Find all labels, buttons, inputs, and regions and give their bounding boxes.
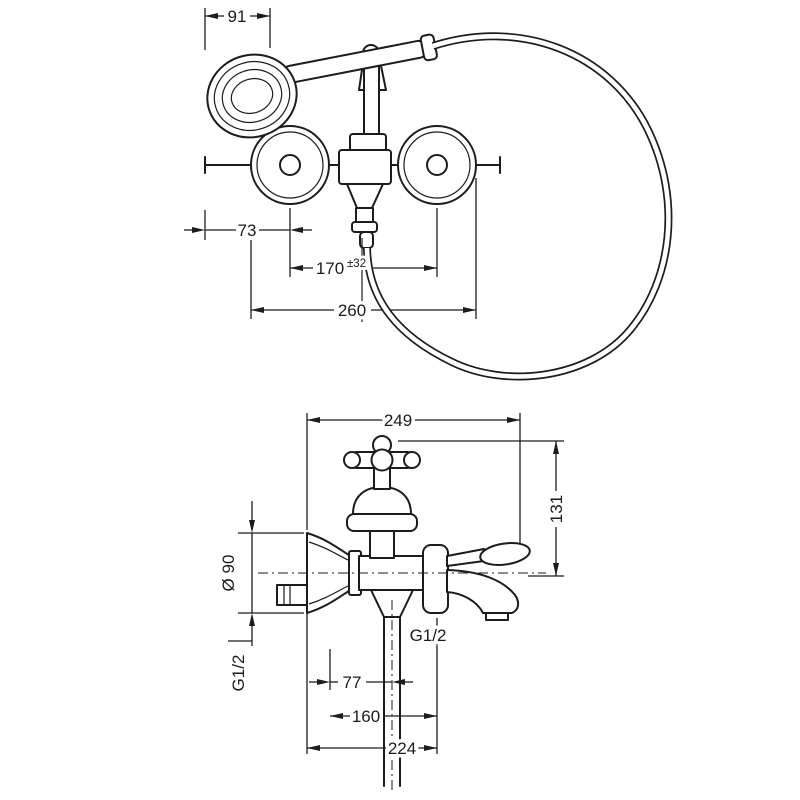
dim-diameter-90-label: Ø 90 <box>219 555 238 592</box>
side-dimension-labels: 249 131 Ø 90 G1/2 G1/2 77 160 224 <box>216 408 570 762</box>
dim-224-label: 224 <box>388 739 416 758</box>
dim-260-label: 260 <box>338 301 366 320</box>
wall-connection <box>276 584 308 606</box>
dim-77-label: 77 <box>343 673 362 692</box>
dim-131-label: 131 <box>547 495 566 523</box>
spout <box>446 569 520 621</box>
holder-stem <box>363 57 380 143</box>
hand-shower <box>281 33 438 84</box>
cross-handle <box>343 435 421 559</box>
dim-g12-outlet-label: G1/2 <box>410 626 447 645</box>
dim-g12-wall-label: G1/2 <box>229 655 248 692</box>
shower-hose <box>363 32 673 381</box>
side-dimension-lines <box>228 413 564 754</box>
valve-body <box>338 133 392 249</box>
dim-249-label: 249 <box>384 411 412 430</box>
escutcheon-left <box>250 125 330 205</box>
hand-shower-handle <box>281 39 428 84</box>
dim-91-label: 91 <box>228 7 247 26</box>
diverter-lever <box>446 542 531 567</box>
front-view: 91 73 170 ±32 260 <box>184 4 673 381</box>
front-dimension-lines <box>184 8 477 319</box>
dim-170-tolerance-label: ±32 <box>347 258 366 270</box>
diverter-housing <box>422 544 449 614</box>
side-view: 249 131 Ø 90 G1/2 G1/2 77 160 224 <box>216 408 570 794</box>
hose-nipple <box>359 231 374 249</box>
front-dimension-labels: 91 73 170 ±32 260 <box>224 4 370 324</box>
escutcheon-right <box>397 125 477 205</box>
mixer-front <box>204 32 673 381</box>
dim-73-label: 73 <box>238 221 257 240</box>
mixer-side <box>258 435 546 794</box>
dim-170-label: 170 <box>316 259 344 278</box>
hand-shower-head <box>206 53 298 139</box>
dim-160-label: 160 <box>352 707 380 726</box>
